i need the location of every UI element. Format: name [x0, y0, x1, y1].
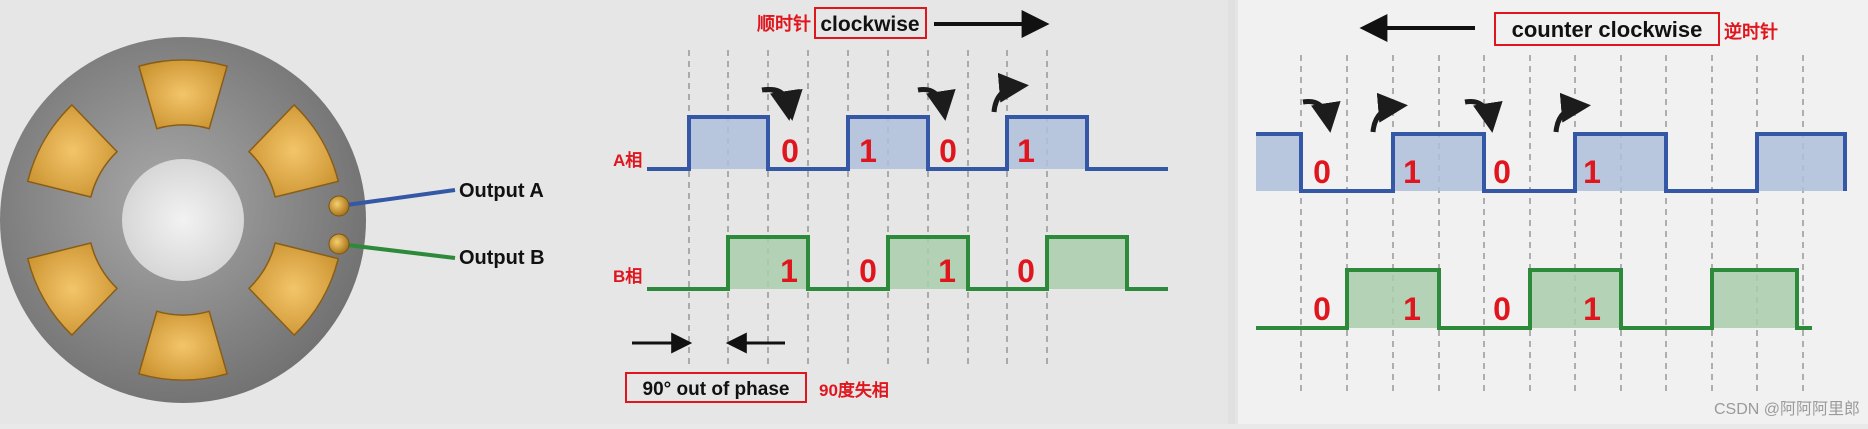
bit-label: 1 [1583, 154, 1601, 190]
pulse-fill [1347, 270, 1439, 328]
channel-b-label: B相 [613, 266, 642, 286]
clockwise-b-waveform [647, 235, 1168, 291]
bit-label: 0 [1493, 154, 1511, 190]
disk-hole [122, 159, 244, 281]
encoder-disk [0, 37, 366, 403]
sensor-b [328, 233, 350, 255]
clockwise-rotation-arrows [761, 72, 1029, 121]
bit-label: 0 [1493, 291, 1511, 327]
pulse-fill [1757, 134, 1845, 191]
counter-cn-label: 逆时针 [1724, 21, 1778, 42]
signal-line [1256, 132, 1847, 193]
bit-label: 1 [859, 133, 877, 169]
counter-b-waveform [1256, 268, 1812, 330]
signal-line [647, 235, 1168, 291]
disk-slot [247, 242, 340, 337]
rotation-arrow [764, 86, 803, 121]
pulse-fill [728, 237, 808, 289]
bit-label: 0 [859, 253, 877, 289]
bit-label: 0 [939, 133, 957, 169]
pulse-fill [1007, 117, 1087, 169]
rotation-arrow [1302, 98, 1341, 133]
disk-slot [137, 310, 229, 381]
counter-clockwise-panel: counter clockwise 逆时针 0 1 0 1 0 1 0 1 [1256, 12, 1847, 395]
right-background [1235, 0, 1868, 424]
watermark: CSDN @阿阿阿里郎 [1714, 400, 1860, 418]
pulse-fill [1256, 134, 1301, 191]
phase-label-box [625, 372, 807, 403]
clockwise-label: clockwise [820, 13, 919, 36]
rotation-arrow [1370, 92, 1408, 133]
output-b-line [338, 242, 456, 260]
bit-label: 0 [1313, 154, 1331, 190]
bit-label: 0 [1313, 291, 1331, 327]
bit-label: 0 [1017, 253, 1035, 289]
panel-divider [1228, 0, 1238, 424]
pulse-fill [1712, 270, 1797, 328]
bit-label: 1 [1403, 154, 1421, 190]
pulse-fill [1393, 134, 1484, 191]
bit-label: 0 [781, 133, 799, 169]
pulse-fill [888, 237, 968, 289]
disk-slot [247, 103, 340, 198]
disk-slot [26, 103, 119, 198]
output-a-label: Output A [459, 180, 544, 202]
disk-slot [26, 242, 119, 337]
bit-label: 1 [1017, 133, 1035, 169]
counter-bit-labels: 0 1 0 1 0 1 0 1 [1313, 154, 1601, 327]
phase-label: 90° out of phase [643, 379, 790, 400]
bit-label: 1 [938, 253, 956, 289]
sensor-a [328, 195, 350, 217]
clockwise-label-box [814, 7, 927, 39]
rotation-arrow [1464, 98, 1503, 133]
bit-label: 1 [780, 253, 798, 289]
clockwise-a-waveform [647, 115, 1168, 171]
output-a-line [338, 188, 456, 208]
bit-label: 1 [1583, 291, 1601, 327]
output-b-label: Output B [459, 247, 545, 269]
counter-rotation-arrows [1302, 92, 1591, 133]
rotation-arrow [991, 72, 1029, 113]
rotation-arrow [917, 86, 956, 121]
rotation-arrow [1553, 92, 1591, 133]
pulse-fill [1575, 134, 1666, 191]
clockwise-grid-lines [688, 50, 1048, 365]
clockwise-bit-labels: 0 1 0 1 1 0 1 0 [780, 133, 1035, 289]
bit-label: 1 [1403, 291, 1421, 327]
disk-slots [26, 59, 340, 381]
pulse-fill [1530, 270, 1621, 328]
clockwise-cn-label: 顺时针 [757, 13, 811, 34]
pulse-fill [1047, 237, 1127, 289]
counter-a-waveform [1256, 132, 1847, 193]
clockwise-panel: 顺时针 clockwise A相 B相 0 1 0 1 1 0 1 0 90° out of … [613, 7, 1168, 403]
counter-label-box [1494, 12, 1720, 46]
signal-line [647, 115, 1168, 171]
pulse-fill [689, 117, 768, 169]
signal-line [1256, 268, 1812, 330]
phase-cn-label: 90度失相 [819, 380, 889, 400]
counter-label: counter clockwise [1512, 17, 1703, 42]
disk-slot [137, 59, 229, 130]
channel-a-label: A相 [613, 150, 642, 170]
pulse-fill [848, 117, 928, 169]
